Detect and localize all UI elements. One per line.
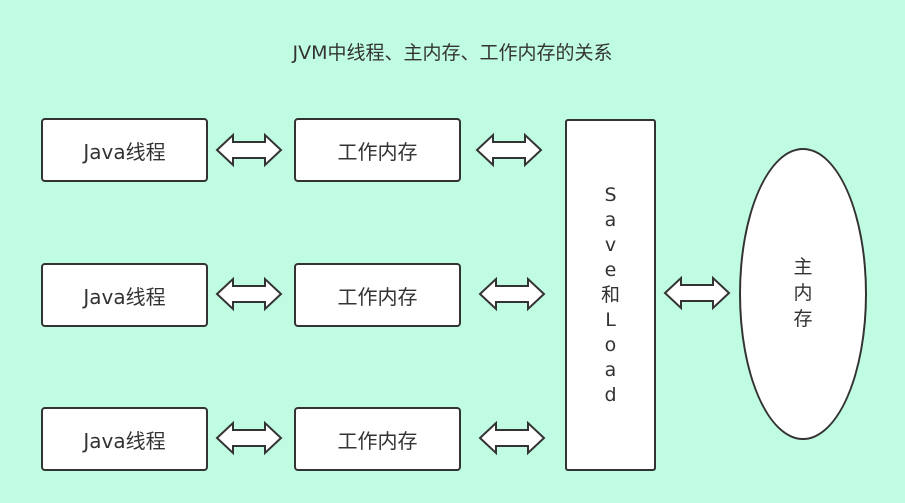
save-load-char: a (604, 208, 617, 231)
save-load-char: 和 (600, 283, 620, 306)
main-memory-oval: 主 内 存 (739, 148, 867, 440)
java-thread-label-2: Java线程 (83, 284, 166, 309)
save-load-char: e (604, 258, 617, 281)
main-memory-char: 主 (793, 256, 813, 278)
working-memory-label-1: 工作内存 (337, 139, 418, 164)
double-arrow-icon-saveload-main (663, 275, 731, 311)
main-memory-char: 内 (793, 282, 813, 304)
working-memory-label-3: 工作内存 (337, 428, 418, 453)
save-load-box: S a v e 和 L o a d (565, 119, 656, 471)
double-arrow-icon-mem-saveload-1 (475, 132, 543, 168)
java-thread-box-1: Java线程 (41, 118, 208, 182)
save-load-char: d (604, 383, 617, 406)
java-thread-label-3: Java线程 (83, 428, 166, 453)
main-memory-char: 存 (793, 308, 813, 330)
double-arrow-icon-thread-mem-2 (215, 276, 283, 312)
save-load-char: o (604, 333, 617, 356)
double-arrow-icon-thread-mem-1 (215, 132, 283, 168)
main-memory-label: 主 内 存 (793, 254, 812, 332)
save-load-char: L (605, 308, 616, 331)
save-load-char: v (604, 233, 617, 256)
working-memory-box-1: 工作内存 (294, 118, 461, 182)
java-thread-box-2: Java线程 (41, 263, 208, 327)
java-thread-box-3: Java线程 (41, 407, 208, 471)
double-arrow-icon-mem-saveload-2 (478, 276, 546, 312)
working-memory-box-2: 工作内存 (294, 263, 461, 327)
double-arrow-icon-thread-mem-3 (215, 420, 283, 456)
diagram-title: JVM中线程、主内存、工作内存的关系 (292, 42, 613, 64)
java-thread-label-1: Java线程 (83, 139, 166, 164)
save-load-label: S a v e 和 L o a d (601, 183, 620, 408)
save-load-char: a (604, 358, 617, 381)
double-arrow-icon-mem-saveload-3 (478, 420, 546, 456)
save-load-char: S (604, 183, 617, 206)
working-memory-box-3: 工作内存 (294, 407, 461, 471)
working-memory-label-2: 工作内存 (337, 284, 418, 309)
